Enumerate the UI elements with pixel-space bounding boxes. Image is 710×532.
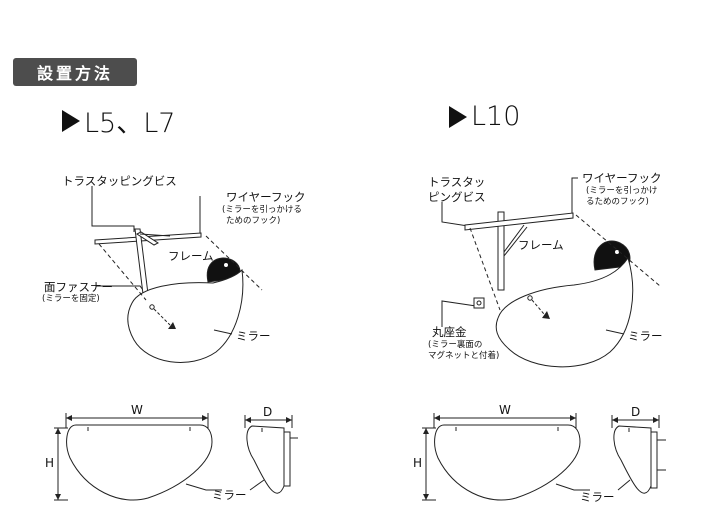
right-installation-illustration (441, 177, 661, 368)
model-label-right: L10 (449, 101, 520, 132)
label-truss-screw-line1-right: トラスタッ (428, 175, 486, 189)
dim-height-left: H (45, 456, 55, 470)
dim-mirror-label-left: ミラー (212, 488, 247, 502)
label-round-seat-note-1-right: (ミラー裏面の (428, 340, 483, 350)
triangle-marker-icon (62, 109, 80, 132)
section-title: 設置方法 (13, 58, 137, 86)
dim-height-right: H (413, 456, 423, 470)
model-right-text: L10 (471, 101, 521, 132)
dim-width-right: W (499, 403, 511, 417)
label-wire-hook-left: ワイヤーフック (226, 190, 306, 204)
label-frame-left: フレーム (168, 249, 214, 263)
model-left-text: L5、L7 (84, 108, 176, 139)
label-wire-hook-note-1-right: (ミラーを引っかけ (586, 186, 658, 196)
triangle-marker-icon (449, 105, 467, 128)
dim-mirror-label-right: ミラー (580, 490, 615, 504)
label-fastener-left: 面ファスナー (44, 280, 113, 294)
right-dimension-diagram (422, 413, 666, 501)
label-fastener-note-left: (ミラーを固定) (42, 294, 100, 304)
label-wire-hook-note-1-left: (ミラーを引っかける (222, 205, 302, 215)
model-label-left: L5、L7 (62, 101, 175, 140)
left-dimension-diagram (54, 413, 298, 501)
label-round-seat-note-2-right: マグネットと付着) (428, 351, 500, 361)
label-truss-screw-left: トラスタッピングビス (62, 174, 177, 188)
dim-depth-left: D (263, 405, 273, 419)
label-wire-hook-note-2-right: るためのフック) (586, 197, 649, 207)
label-mirror-left: ミラー (236, 329, 271, 343)
left-installation-illustration (91, 186, 263, 363)
label-wire-hook-right: ワイヤーフック (582, 171, 662, 185)
label-truss-screw-line2-right: ピングビス (428, 190, 486, 204)
dim-depth-right: D (631, 405, 641, 419)
label-frame-right: フレーム (518, 238, 564, 252)
label-mirror-right: ミラー (628, 329, 663, 343)
dim-width-left: W (131, 403, 143, 417)
label-wire-hook-note-2-left: ためのフック) (226, 216, 281, 226)
label-round-seat-right: 丸座金 (432, 325, 467, 339)
